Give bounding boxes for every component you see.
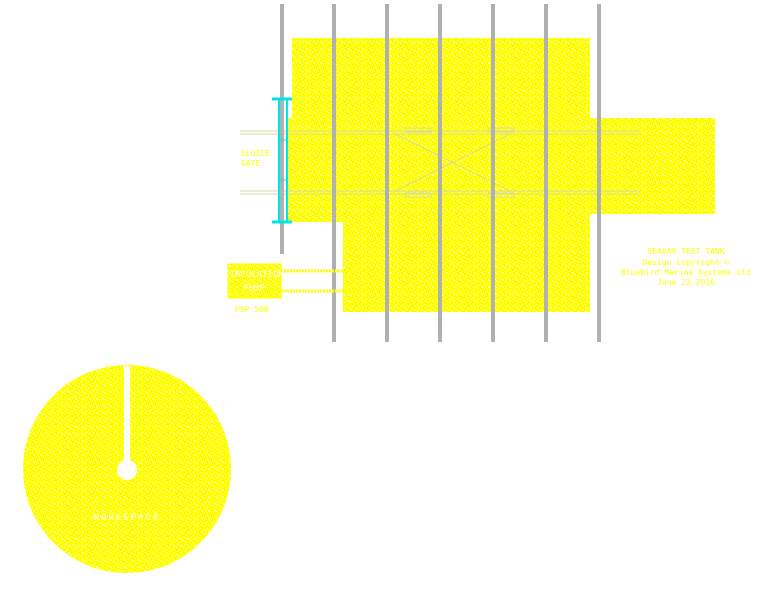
support-posts xyxy=(280,4,601,342)
title-line-1: SEAVAX TEST TANK xyxy=(647,247,724,256)
circular-tank-hub xyxy=(117,460,137,480)
support-post xyxy=(280,4,284,254)
tank-main-lower xyxy=(343,200,590,312)
circular-tank-slot xyxy=(124,366,130,468)
support-post xyxy=(491,4,495,342)
pump-body xyxy=(227,263,282,299)
circulation-pump: CIRCULATION PUMP xyxy=(224,263,343,299)
support-post xyxy=(438,4,442,342)
circular-tank-label: WORKSPACE xyxy=(94,513,161,523)
title-line-4: June 23 2016 xyxy=(657,278,715,287)
sluice-gate-label-line1: SLUICE xyxy=(241,149,270,158)
tank-left-section xyxy=(287,200,343,222)
support-post xyxy=(385,4,389,342)
title-block: SEAVAX TEST TANK Design Copyright © Blue… xyxy=(621,247,751,287)
support-post xyxy=(544,4,548,342)
pump-label-line2: PUMP xyxy=(243,284,265,294)
sluice-gate-label-line2: GATE xyxy=(241,159,260,168)
title-line-2: Design Copyright © xyxy=(643,258,730,267)
support-post xyxy=(332,4,336,342)
pump-model-label: PSP 500 xyxy=(235,305,269,314)
title-line-3: Bluebird Marine Systems Ltd xyxy=(621,268,751,277)
support-post xyxy=(597,4,601,342)
pump-label-line1: CIRCULATION xyxy=(224,270,284,280)
sluice-gate xyxy=(272,97,292,224)
circular-tank: WORKSPACE xyxy=(23,365,231,573)
